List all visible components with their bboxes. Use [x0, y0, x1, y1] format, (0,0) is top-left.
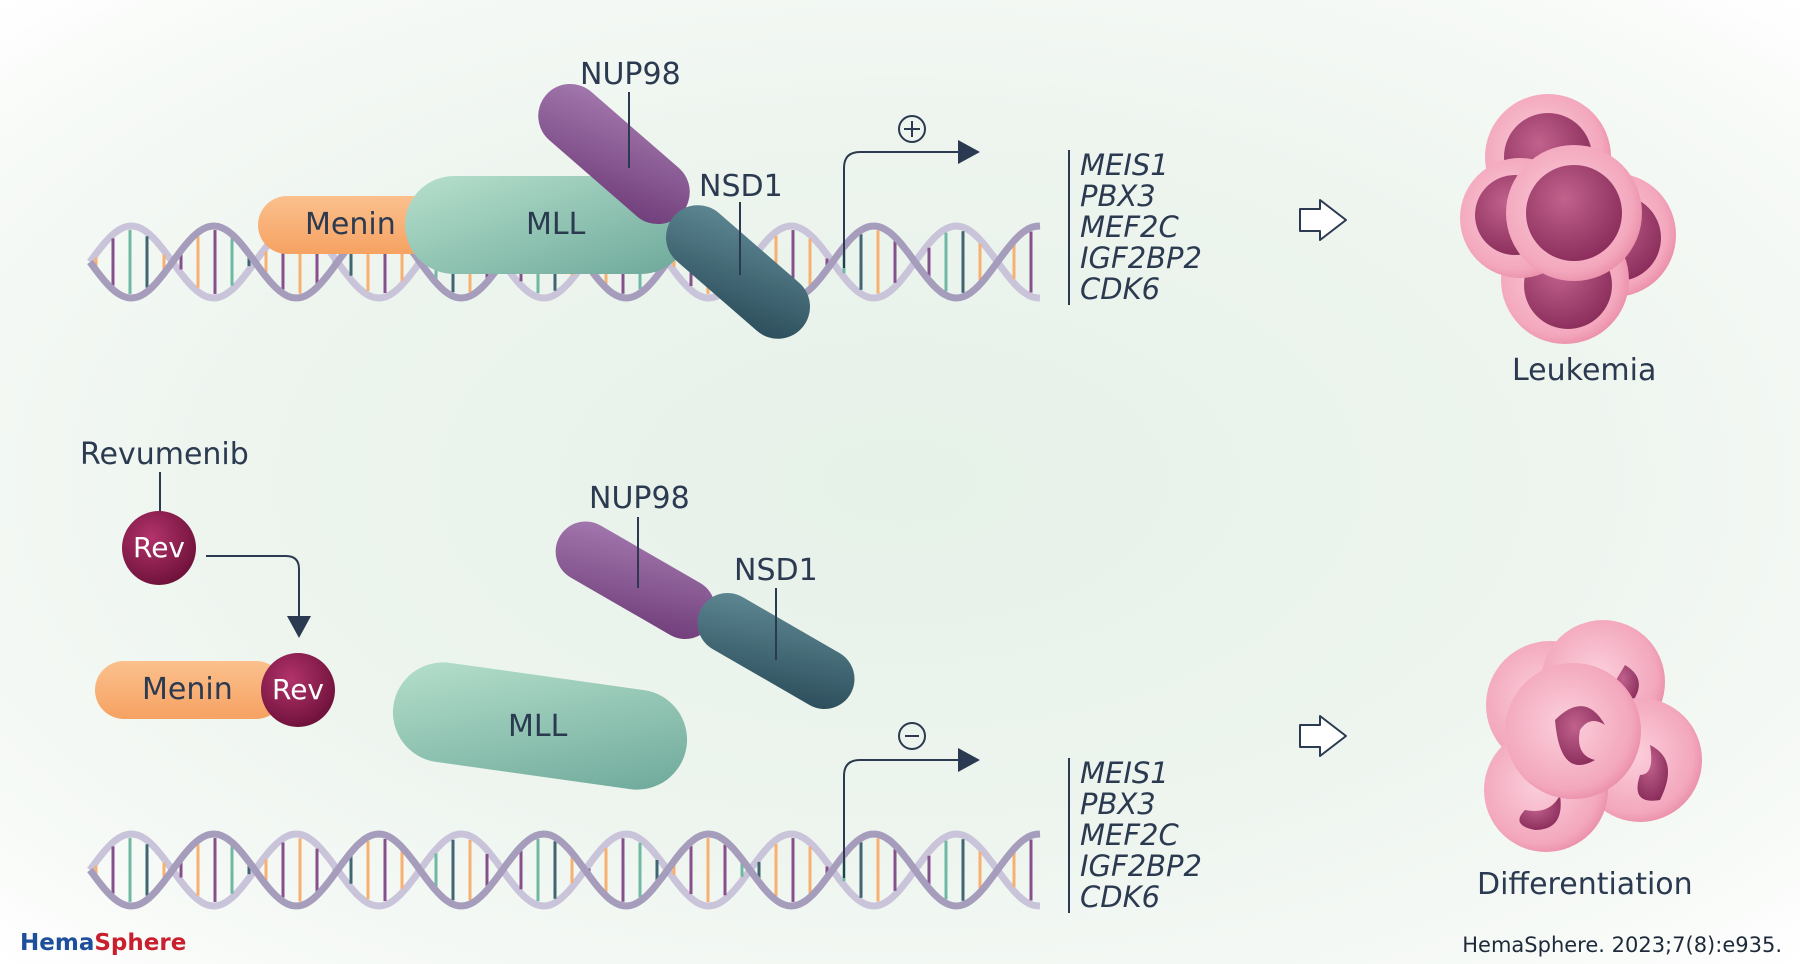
mll-label-top: MLL [526, 207, 586, 242]
transcription-arrow-top [843, 140, 980, 268]
minus-sign-circle [898, 722, 926, 750]
gene-item: CDK6 [1080, 880, 1161, 914]
rev-drug-free [122, 511, 196, 585]
menin-label-top: Menin [305, 207, 396, 242]
plus-sign-circle [898, 115, 926, 143]
nup98-protein-bottom [555, 521, 716, 639]
gene-item: MEIS1 [1080, 756, 1169, 790]
dna-backbone [87, 222, 1041, 302]
revumenib-label: Revumenib [80, 437, 249, 472]
target-genes-bottom: MEIS1 PBX3 MEF2C IGF2BP2 CDK6 [1068, 758, 1202, 913]
brand-part-sphere: Sphere [94, 930, 187, 956]
outcome-arrow-top-icon [1299, 199, 1347, 241]
hemasphere-logo: HemaSphere [20, 930, 186, 956]
dna-backbone [87, 830, 1041, 910]
nsd1-label-bottom: NSD1 [734, 553, 818, 588]
gene-item: MEF2C [1080, 818, 1179, 852]
outcome-label-top: Leukemia [1512, 353, 1657, 388]
gene-item: IGF2BP2 [1080, 849, 1202, 883]
outcome-label-bottom: Differentiation [1477, 867, 1693, 902]
gene-item: MEF2C [1080, 210, 1179, 244]
mll-protein-bottom [392, 662, 688, 790]
nsd1-protein-top [666, 205, 810, 339]
dna-strand-bottom [87, 830, 1041, 910]
brand-part-hema: Hema [20, 930, 95, 956]
nsd1-label-top: NSD1 [699, 169, 783, 204]
outcome-arrow-bottom-icon [1299, 715, 1347, 757]
differentiation-cells-icon [1484, 620, 1702, 852]
menin-label-bottom: Menin [142, 672, 233, 707]
nup98-label-top: NUP98 [580, 57, 681, 92]
mll-label-bottom: MLL [508, 709, 568, 744]
target-genes-top: MEIS1 PBX3 MEF2C IGF2BP2 CDK6 [1068, 150, 1202, 305]
transcription-arrow-bottom [843, 748, 980, 878]
leukemia-cells-icon [1460, 94, 1676, 344]
menin-protein-bottom [95, 661, 285, 719]
binding-arrow [206, 555, 311, 638]
gene-item: MEIS1 [1080, 148, 1169, 182]
nup98-protein-top [538, 83, 690, 225]
rev-label-bound: Rev [272, 673, 324, 706]
dna-backbone [87, 830, 1041, 910]
nup98-label-bottom: NUP98 [589, 481, 690, 516]
citation: HemaSphere. 2023;7(8):e935. [1462, 933, 1782, 957]
menin-protein-top [258, 196, 448, 254]
gene-item: CDK6 [1080, 272, 1161, 306]
rev-label-free: Rev [133, 531, 185, 564]
rev-bound-to-menin [261, 653, 335, 727]
gene-item: IGF2BP2 [1080, 241, 1202, 275]
gene-item: PBX3 [1080, 179, 1156, 213]
gene-item: PBX3 [1080, 787, 1156, 821]
